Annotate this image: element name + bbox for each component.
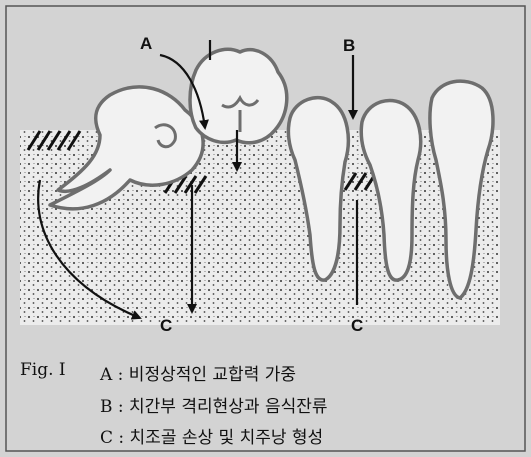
- caption-line-a: A : 비정상적인 교합력 가중: [100, 360, 296, 385]
- caption-line-b: B : 치간부 격리현상과 음식잔류: [100, 392, 328, 417]
- label-c-left: C: [160, 316, 172, 336]
- figure-number: Fig. I: [20, 360, 66, 380]
- label-b: B: [343, 36, 355, 56]
- label-c-right: C: [351, 316, 363, 336]
- label-a: A: [140, 34, 152, 54]
- opposing-tooth: [190, 49, 287, 142]
- caption-line-c: C : 치조골 손상 및 치주낭 형성: [100, 423, 323, 448]
